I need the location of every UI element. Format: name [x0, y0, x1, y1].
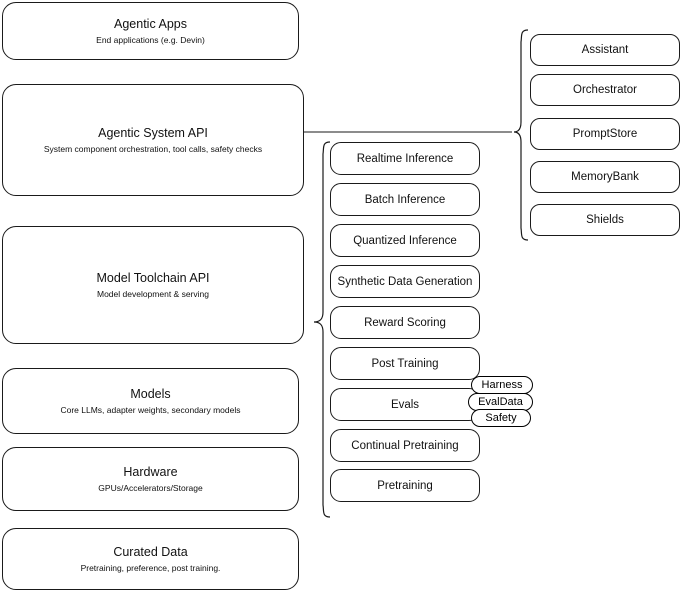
stack-layer-models[interactable]: Models Core LLMs, adapter weights, secon…	[2, 368, 299, 434]
stack-layer-title: Agentic Apps	[114, 17, 187, 31]
stack-layer-title: Models	[130, 387, 171, 401]
stack-layer-subtitle: System component orchestration, tool cal…	[43, 144, 263, 154]
toolchain-item-label: Realtime Inference	[356, 152, 454, 165]
toolchain-item-post-training[interactable]: Post Training	[330, 347, 480, 380]
system-item-memorybank[interactable]: MemoryBank	[530, 161, 680, 193]
toolchain-item-realtime-inference[interactable]: Realtime Inference	[330, 142, 480, 175]
toolchain-item-label: Reward Scoring	[364, 316, 446, 329]
toolchain-item-batch-inference[interactable]: Batch Inference	[330, 183, 480, 216]
toolchain-item-synthetic-data-generation[interactable]: Synthetic Data Generation	[330, 265, 480, 298]
evals-subitem-label: Harness	[481, 378, 523, 391]
toolchain-item-quantized-inference[interactable]: Quantized Inference	[330, 224, 480, 257]
system-item-orchestrator[interactable]: Orchestrator	[530, 74, 680, 106]
toolchain-item-label: Pretraining	[377, 479, 433, 492]
stack-layer-subtitle: Pretraining, preference, post training.	[80, 563, 221, 573]
toolchain-item-label: Quantized Inference	[353, 234, 457, 247]
stack-layer-agentic-system-api[interactable]: Agentic System API System component orch…	[2, 84, 304, 196]
toolchain-item-label: Evals	[390, 398, 420, 411]
toolchain-item-reward-scoring[interactable]: Reward Scoring	[330, 306, 480, 339]
system-item-label: Assistant	[581, 44, 629, 56]
evals-subitem-label: Safety	[485, 411, 517, 424]
toolchain-item-pretraining[interactable]: Pretraining	[330, 469, 480, 502]
system-item-label: MemoryBank	[571, 171, 639, 183]
system-item-assistant[interactable]: Assistant	[530, 34, 680, 66]
stack-layer-subtitle: Model development & serving	[97, 289, 209, 299]
toolchain-item-label: Batch Inference	[364, 193, 446, 206]
toolchain-item-continual-pretraining[interactable]: Continual Pretraining	[330, 429, 480, 462]
system-item-label: Shields	[586, 214, 624, 226]
toolchain-item-label: Post Training	[371, 357, 439, 370]
stack-layer-curated-data[interactable]: Curated Data Pretraining, preference, po…	[2, 528, 299, 590]
toolchain-item-evals[interactable]: Evals	[330, 388, 480, 421]
brace-system-components	[513, 29, 529, 241]
evals-subitem-harness[interactable]: Harness	[471, 376, 533, 394]
stack-layer-subtitle: Core LLMs, adapter weights, secondary mo…	[60, 405, 241, 415]
stack-layer-title: Curated Data	[113, 545, 188, 559]
evals-subitem-label: EvalData	[478, 395, 523, 408]
stack-layer-subtitle: GPUs/Accelerators/Storage	[98, 483, 203, 493]
stack-layer-title: Agentic System API	[98, 126, 208, 140]
system-item-label: Orchestrator	[573, 84, 637, 96]
stack-layer-hardware[interactable]: Hardware GPUs/Accelerators/Storage	[2, 447, 299, 511]
toolchain-item-label: Synthetic Data Generation	[337, 275, 473, 288]
stack-layer-subtitle: End applications (e.g. Devin)	[96, 35, 205, 45]
brace-toolchain-components	[313, 141, 331, 518]
system-item-shields[interactable]: Shields	[530, 204, 680, 236]
stack-layer-title: Hardware	[123, 465, 178, 479]
system-item-promptstore[interactable]: PromptStore	[530, 118, 680, 150]
stack-layer-model-toolchain-api[interactable]: Model Toolchain API Model development & …	[2, 226, 304, 344]
stack-layer-agentic-apps[interactable]: Agentic Apps End applications (e.g. Devi…	[2, 2, 299, 60]
stack-layer-title: Model Toolchain API	[96, 271, 210, 285]
toolchain-item-label: Continual Pretraining	[351, 439, 459, 452]
evals-subitem-safety[interactable]: Safety	[471, 409, 531, 427]
system-item-label: PromptStore	[572, 128, 638, 140]
